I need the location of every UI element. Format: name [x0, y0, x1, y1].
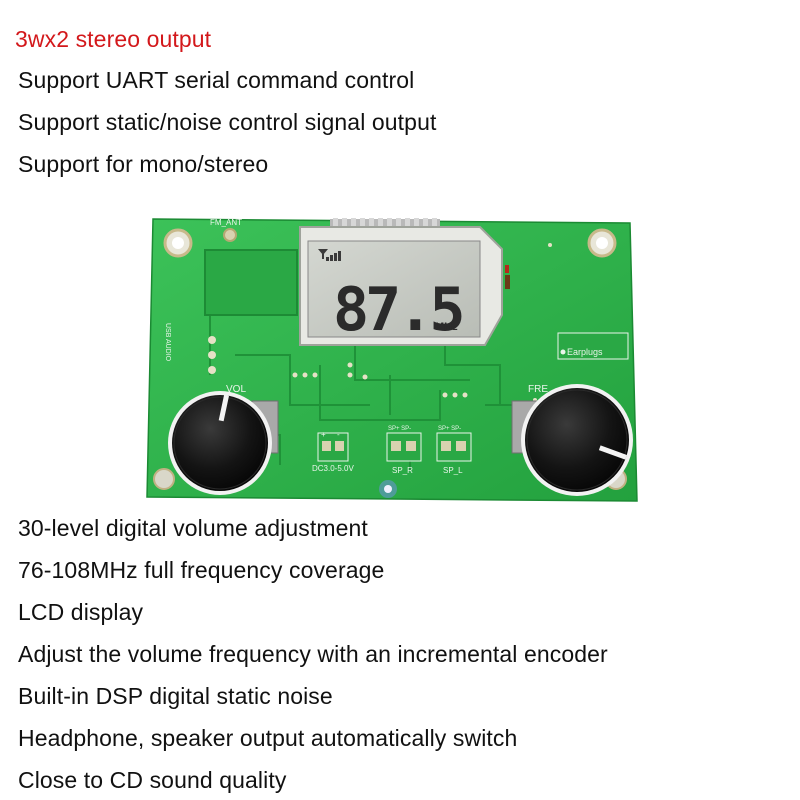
- feature-stereo-output: 3wx2 stereo output: [15, 26, 212, 52]
- volume-knob-icon: [168, 391, 279, 495]
- lcd-frequency: 87.5: [333, 275, 462, 345]
- label-sp-left-terminals: SP+ SP-: [438, 426, 461, 432]
- lcd-display: 87.5 MHz: [299, 226, 503, 346]
- label-sp-l: SP_L: [443, 466, 463, 475]
- lcd-connector-pins: [330, 218, 440, 228]
- label-fm-ant: FM_ANT: [210, 218, 242, 227]
- led-indicator: [379, 480, 397, 498]
- label-sp-r: SP_R: [392, 466, 413, 475]
- label-plus: +: [321, 430, 326, 439]
- antenna-pad: [223, 228, 237, 242]
- feature-mono-stereo: Support for mono/stereo: [18, 151, 269, 177]
- feature-output-switch: Headphone, speaker output automatically …: [18, 725, 518, 751]
- feature-volume-levels: 30-level digital volume adjustment: [18, 515, 368, 541]
- feature-uart-control: Support UART serial command control: [18, 67, 415, 93]
- label-vol: VOL: [226, 384, 246, 395]
- feature-lcd-display: LCD display: [18, 599, 144, 625]
- speaker-left-terminal: SP+ SP- SP_L: [436, 426, 472, 475]
- earplugs-jack: Earplugs: [557, 332, 629, 360]
- feature-dsp-noise: Built-in DSP digital static noise: [18, 683, 333, 709]
- lcd-unit: MHz: [435, 321, 458, 333]
- label-power: DC3.0-5.0V: [312, 464, 354, 473]
- feature-frequency-coverage: 76-108MHz full frequency coverage: [18, 557, 385, 583]
- speaker-right-terminal: SP+ SP- SP_R: [386, 426, 422, 475]
- chip-area: [204, 249, 298, 316]
- label-fre: FRE: [528, 384, 548, 395]
- signal-icon: [318, 249, 341, 261]
- frequency-knob-icon: [511, 384, 633, 496]
- power-terminal: + - DC3.0-5.0V: [312, 430, 354, 473]
- feature-cd-quality: Close to CD sound quality: [18, 767, 287, 793]
- label-minus: -: [337, 430, 340, 439]
- pcb-traces: [209, 315, 521, 470]
- label-sp-right-terminals: SP+ SP-: [388, 426, 411, 432]
- label-usb-audio: USB AUDIO: [164, 323, 171, 362]
- label-earplugs: Earplugs: [567, 347, 603, 357]
- fm-radio-board-photo: FM_ANT: [140, 205, 650, 510]
- feature-noise-control: Support static/noise control signal outp…: [18, 109, 437, 135]
- feature-encoder-adjust: Adjust the volume frequency with an incr…: [18, 641, 608, 667]
